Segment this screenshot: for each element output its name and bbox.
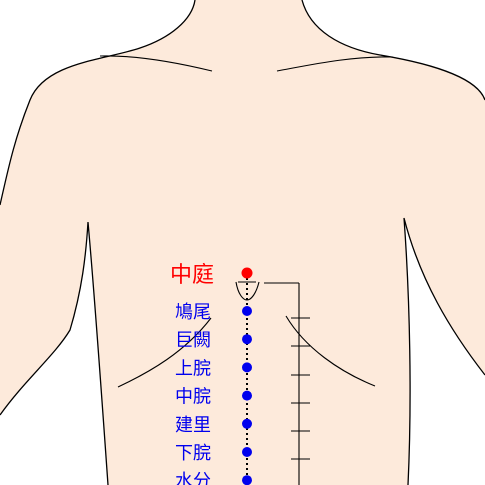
rib-arch-right	[285, 315, 376, 387]
acupoint-label-jianli: 建里	[175, 415, 211, 436]
acupoint-dot-jianli	[242, 418, 252, 429]
torso-outline-left	[0, 0, 196, 206]
acupoint-label-shuifen: 水分	[175, 471, 211, 485]
acupoint-label-juque: 巨闕	[175, 330, 211, 351]
acupoint-label-zhongting: 中庭	[170, 263, 214, 288]
acupoint-label-shangwan: 上脘	[175, 358, 211, 379]
acupoint-label-xiawan: 下脘	[175, 443, 211, 464]
acupoint-dot-juque	[242, 334, 252, 345]
acupoint-dot-zhongwan	[242, 390, 252, 401]
acupoint-label-zhongwan: 中脘	[175, 387, 211, 408]
acupoint-label-jiuwei: 鳩尾	[175, 302, 211, 323]
torso-outline-right	[301, 0, 485, 101]
measure-ruler	[264, 282, 310, 485]
acupoint-dot-jiuwei	[242, 306, 252, 316]
arm-line-left	[0, 221, 109, 485]
clavicle-left	[99, 55, 213, 72]
acupoint-dot-xiawan	[242, 447, 252, 457]
arm-line-right	[403, 217, 485, 485]
acupoint-dot-shangwan	[242, 362, 252, 373]
rib-arch-left	[117, 317, 212, 388]
acupoint-dot-shuifen	[242, 475, 252, 485]
clavicle-right	[276, 56, 394, 72]
acupoint-dot-zhongting	[241, 267, 253, 279]
